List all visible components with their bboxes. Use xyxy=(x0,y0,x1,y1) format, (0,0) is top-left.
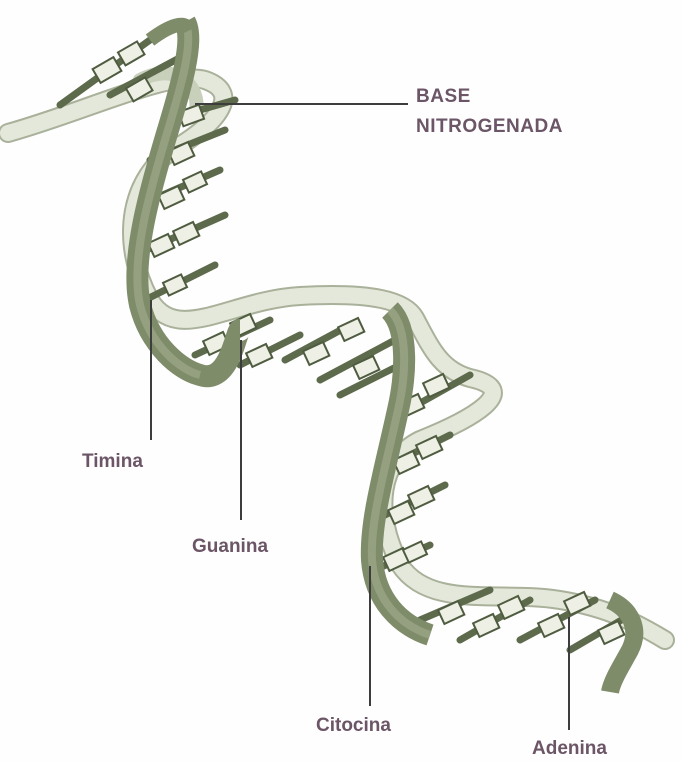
backbone-light-strand xyxy=(8,73,665,640)
label-leader-lines xyxy=(151,104,569,730)
label-base-line2: NITROGENADA xyxy=(416,116,563,138)
label-citocina: Citocina xyxy=(316,715,391,737)
label-timina: Timina xyxy=(82,451,143,473)
label-adenina: Adenina xyxy=(532,738,607,760)
label-guanina: Guanina xyxy=(192,536,268,558)
label-base-line1: BASE xyxy=(416,86,471,108)
